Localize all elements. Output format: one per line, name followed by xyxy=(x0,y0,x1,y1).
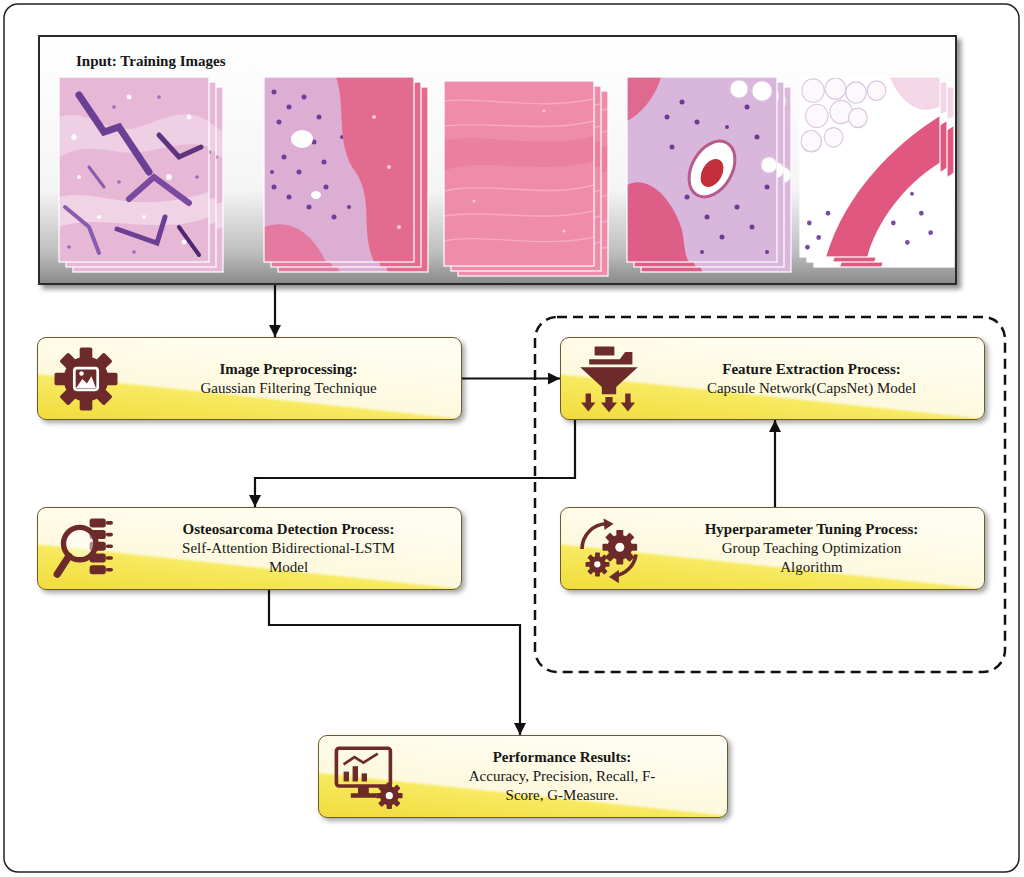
dashed-group xyxy=(535,317,1005,672)
step-description: Group Teaching Optimization Algorithm xyxy=(694,539,929,577)
connector-arrow xyxy=(274,285,276,337)
step-description: Capsule Network(CapsNet) Model xyxy=(704,379,919,398)
step-heading: Feature Extraction Process: xyxy=(704,360,919,379)
step-description: Gaussian Filtering Technique xyxy=(164,379,414,398)
result-box: Performance Results:Accuracy, Precision,… xyxy=(318,735,728,818)
step-icon xyxy=(336,748,402,809)
text-column: Image Preprocessing:Gaussian Filtering T… xyxy=(130,360,447,398)
process-box: Image Preprocessing:Gaussian Filtering T… xyxy=(37,337,462,420)
process-box: Osteosarcoma Detection Process:Self-Atte… xyxy=(37,507,462,590)
step-icon xyxy=(573,343,645,415)
text-block: Performance Results:Accuracy, Precision,… xyxy=(452,748,672,804)
text-column: Hyperparameter Tuning Process:Group Teac… xyxy=(653,520,970,576)
step-icon xyxy=(50,513,122,585)
connector-arrow xyxy=(269,590,520,735)
image-edge xyxy=(59,77,209,262)
step-description: Self-Attention Bidirectional-LSTM Model xyxy=(164,539,414,577)
histology-image xyxy=(444,81,594,266)
step-description: Accuracy, Precision, Recall, F-Score, G-… xyxy=(452,767,672,805)
histology-images xyxy=(40,37,959,287)
image-edge xyxy=(800,77,940,257)
process-box: Hyperparameter Tuning Process:Group Teac… xyxy=(560,507,985,590)
step-heading: Performance Results: xyxy=(452,748,672,767)
text-block: Osteosarcoma Detection Process:Self-Atte… xyxy=(164,520,414,576)
connector-arrow xyxy=(462,377,560,379)
step-icon xyxy=(50,343,122,415)
step-icon xyxy=(331,741,403,813)
step-heading: Hyperparameter Tuning Process: xyxy=(694,520,929,539)
panel-title: Input: Training Images xyxy=(40,37,955,71)
step-icon xyxy=(573,513,645,585)
image-edge xyxy=(627,77,777,262)
histology-image xyxy=(59,77,209,262)
step-heading: Image Preprocessing: xyxy=(164,360,414,379)
text-block: Image Preprocessing:Gaussian Filtering T… xyxy=(164,360,414,398)
process-box: Feature Extraction Process:Capsule Netwo… xyxy=(560,337,985,420)
step-icon xyxy=(55,347,118,410)
text-column: Osteosarcoma Detection Process:Self-Atte… xyxy=(130,520,447,576)
step-icon xyxy=(580,346,638,412)
histology-image xyxy=(264,77,414,262)
histology-image xyxy=(800,77,940,257)
image-edge xyxy=(264,77,414,262)
histology-image xyxy=(627,77,777,262)
input-panel: Input: Training Images xyxy=(38,35,957,285)
step-icon xyxy=(57,518,113,574)
connector-arrow xyxy=(774,420,776,507)
text-block: Feature Extraction Process:Capsule Netwo… xyxy=(704,360,919,398)
outer-frame xyxy=(4,4,1019,872)
image-edge xyxy=(444,81,594,266)
step-icon xyxy=(582,518,637,583)
step-heading: Osteosarcoma Detection Process: xyxy=(164,520,414,539)
text-block: Hyperparameter Tuning Process:Group Teac… xyxy=(694,520,929,576)
connector-arrow xyxy=(255,420,575,507)
text-column: Performance Results:Accuracy, Precision,… xyxy=(411,748,713,804)
text-column: Feature Extraction Process:Capsule Netwo… xyxy=(653,360,970,398)
